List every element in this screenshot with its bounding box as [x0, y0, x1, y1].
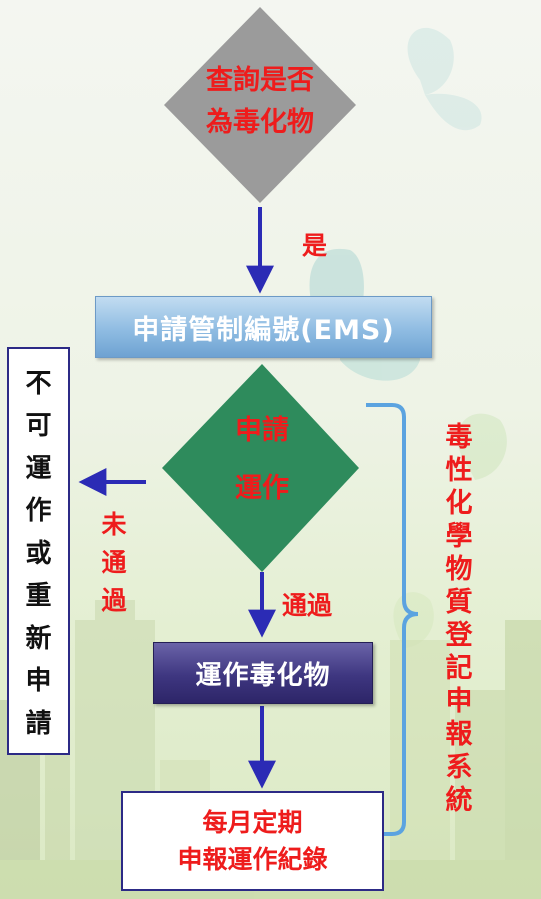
toxic-check-line2: 為毒化物 [206, 107, 314, 138]
system-label-char: 化 [445, 488, 473, 519]
reject-char: 申 [25, 666, 52, 696]
toxic-check-line1: 查詢是否 [206, 65, 314, 96]
apply-operation-text: 申請 運作 [212, 412, 312, 508]
monthly-report-line1: 每月定期 [202, 808, 303, 837]
system-bracket [366, 403, 419, 836]
system-label-char: 報 [445, 719, 473, 750]
label-fail-char: 未 [101, 510, 127, 539]
label-fail-char: 通 [101, 548, 127, 577]
monthly-report-line2: 申報運作紀錄 [177, 845, 328, 874]
reject-char: 重 [25, 581, 52, 611]
system-label-char: 學 [445, 521, 473, 552]
system-label-char: 統 [445, 785, 473, 816]
apply-operation-line1: 申請 [235, 415, 289, 446]
decision-diamond-apply [162, 364, 359, 572]
label-pass: 通過 [282, 591, 333, 620]
system-label: 毒 性 化 學 物 質 登 記 申 報 系 統 [442, 421, 476, 817]
decision-diamond-toxic-check [164, 7, 356, 203]
monthly-report-box: 每月定期 申報運作紀錄 [121, 791, 384, 891]
reject-char: 請 [25, 708, 52, 739]
toxic-check-text: 查詢是否 為毒化物 [180, 60, 340, 144]
system-label-char: 質 [445, 587, 473, 618]
reject-char: 可 [25, 411, 52, 441]
system-label-char: 登 [445, 620, 473, 651]
reject-char: 新 [25, 623, 52, 654]
system-label-char: 性 [445, 455, 473, 486]
label-fail-char: 過 [101, 586, 127, 615]
system-label-char: 申 [445, 686, 473, 717]
reject-char: 不 [25, 368, 52, 399]
system-label-char: 毒 [445, 422, 473, 453]
reject-box: 不 可 運 作 或 重 新 申 請 [7, 347, 70, 755]
system-label-char: 記 [445, 653, 473, 684]
label-fail: 未 通 過 [97, 506, 131, 620]
reject-char: 運 [25, 453, 52, 484]
operate-toxic-box: 運作毒化物 [153, 642, 373, 704]
reject-char: 或 [25, 538, 52, 569]
apply-operation-line2: 運作 [235, 473, 289, 504]
system-label-char: 物 [445, 554, 473, 585]
label-yes: 是 [302, 231, 328, 260]
ems-application-box: 申請管制編號(EMS) [95, 296, 432, 358]
system-label-char: 系 [445, 752, 473, 783]
reject-char: 作 [25, 496, 52, 526]
